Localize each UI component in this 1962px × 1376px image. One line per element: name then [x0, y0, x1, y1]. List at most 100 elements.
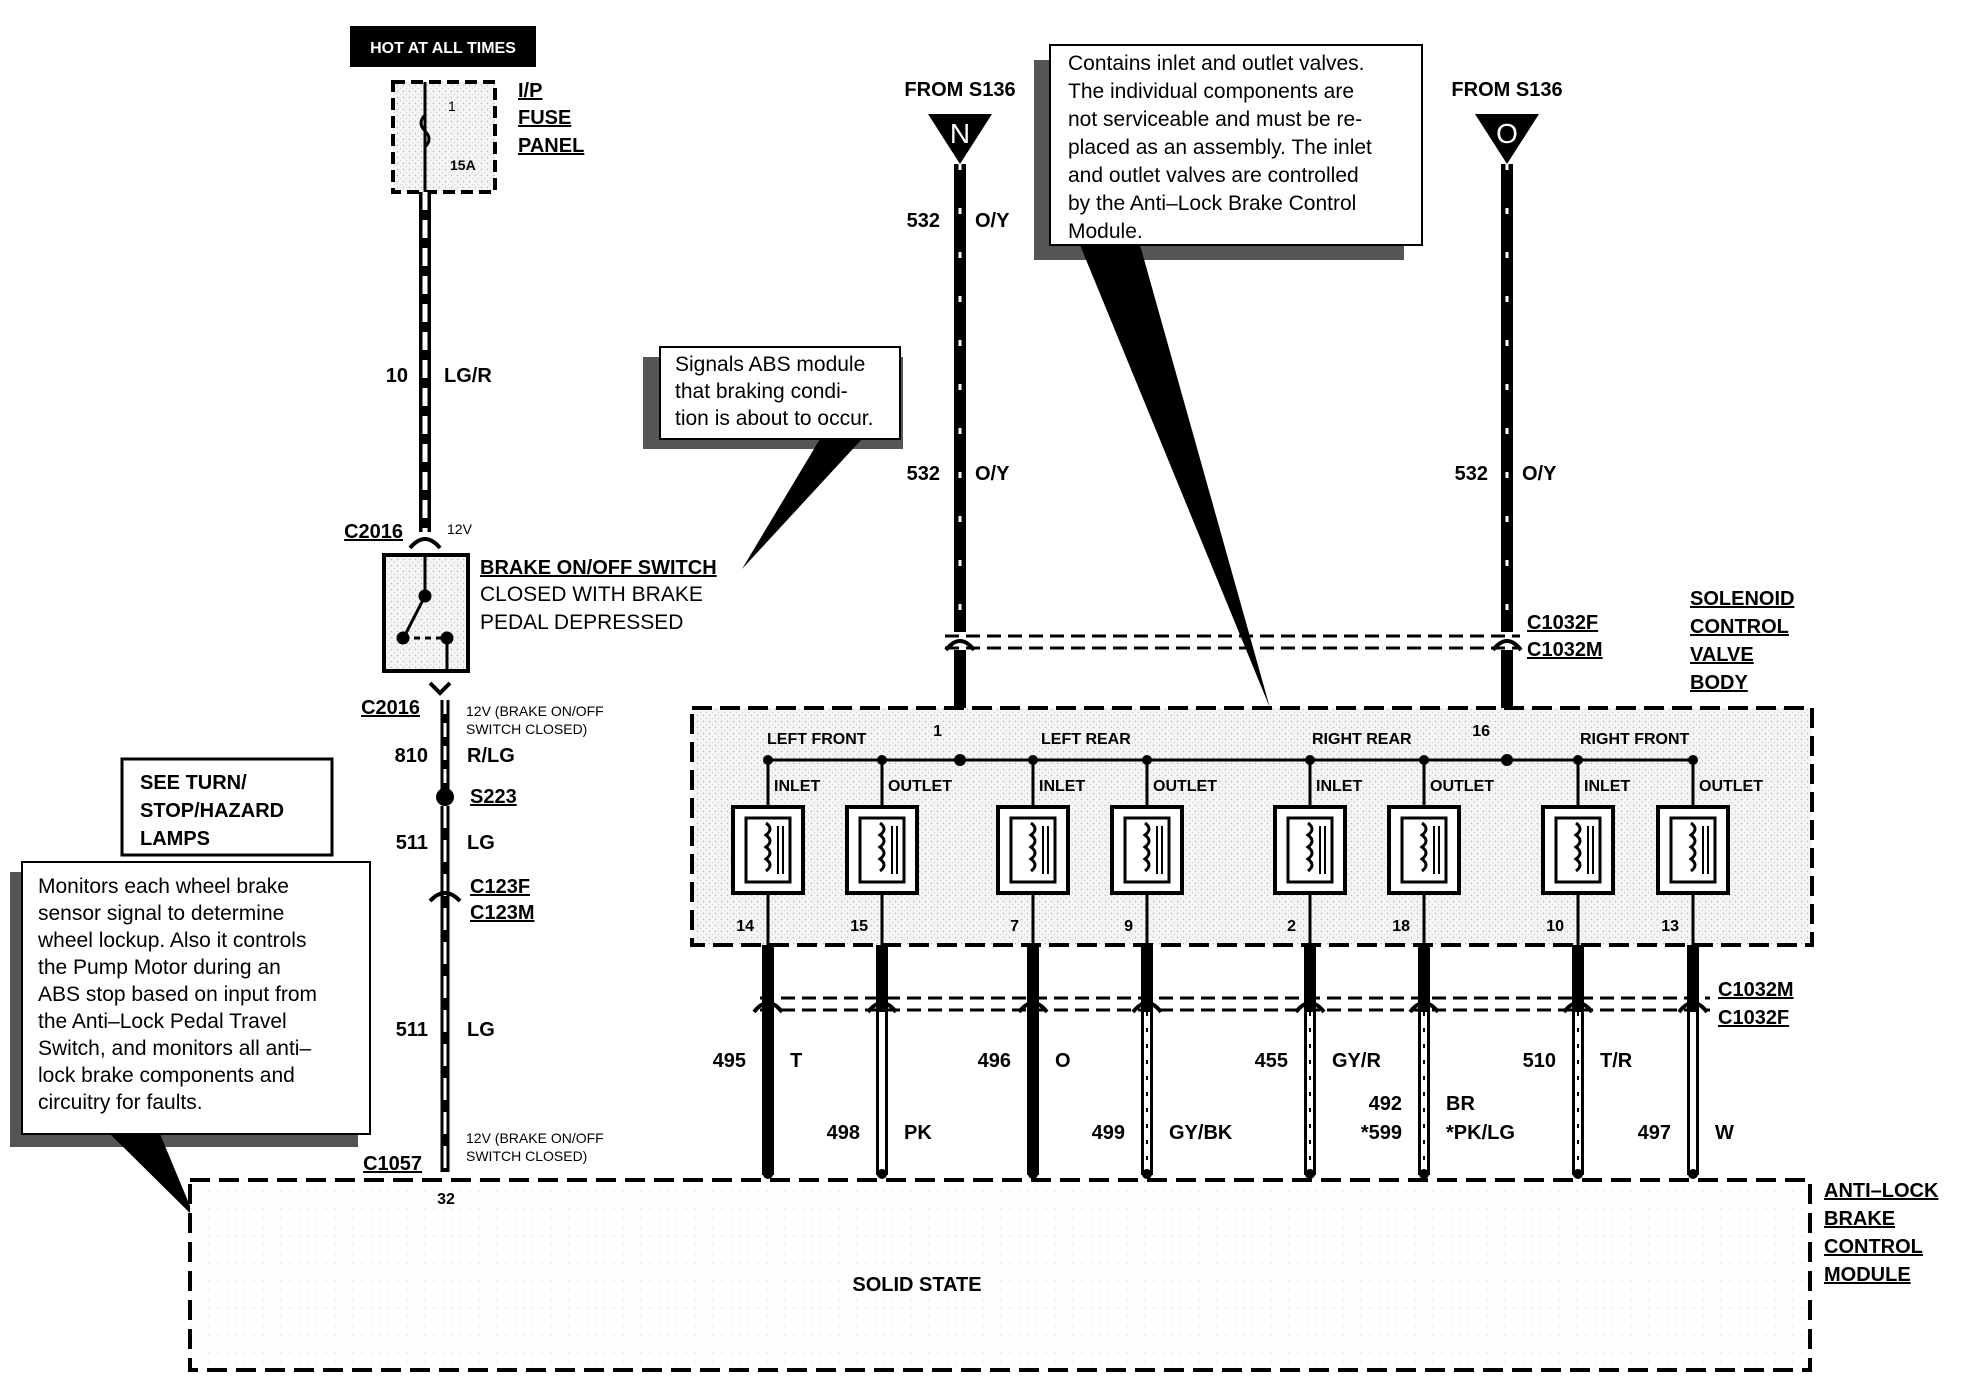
valve-node-icon [1028, 755, 1038, 765]
valve-body-title-3: VALVE [1690, 644, 1754, 666]
wire-10-circuit: 10 [386, 365, 408, 387]
c2016-bottom-label: C2016 [361, 697, 420, 719]
wire-810-circuit: 810 [395, 745, 428, 767]
feed-right-triangle-icon [1475, 114, 1539, 164]
wire-498: 2498PK [827, 945, 932, 1208]
c1032f-top-label: C1032F [1527, 612, 1598, 634]
feed-left-from: FROM S136 [904, 79, 1015, 101]
wire-circuit: 510 [1523, 1050, 1556, 1072]
feed-right-letter: O [1496, 118, 1518, 149]
module-note-line9: circuitry for faults. [38, 1091, 203, 1114]
signal-note-box [659, 346, 901, 440]
fuse-rating: 15A [450, 157, 476, 173]
solenoid-valve-inlet-3: INLET 7 [996, 755, 1085, 945]
wire-circuit: 496 [978, 1050, 1011, 1072]
c1057-voltage-2: SWITCH CLOSED) [466, 1148, 587, 1164]
module-title-3: CONTROL [1824, 1236, 1923, 1258]
wire-color-alt: *PK/LG [1446, 1122, 1515, 1144]
c1032-top-left-connector-icon [944, 639, 976, 652]
module-title-4: MODULE [1824, 1264, 1911, 1286]
module-pin-node-icon [1142, 1169, 1152, 1179]
wire-circuit: 495 [713, 1050, 746, 1072]
wire-455: 55455GY/R [1255, 945, 1381, 1208]
wire-495: 20495T [713, 945, 802, 1208]
coil-icon [1688, 821, 1697, 873]
valve-label: OUTLET [1699, 778, 1763, 795]
c2016-top-connector-icon [408, 537, 442, 550]
module-pin-node-icon [1028, 1169, 1038, 1179]
module-note-line4: the Pump Motor during an [38, 956, 281, 979]
valve-label: INLET [1584, 778, 1630, 795]
fuse-panel-label-2: FUSE [518, 107, 571, 129]
valve-pin: 10 [1546, 918, 1564, 935]
wire-511-circuit-upper: 511 [396, 832, 428, 854]
s223-label: S223 [470, 786, 517, 808]
signal-note-line2: that braking condi- [675, 380, 848, 403]
c1032m-top-label: C1032M [1527, 639, 1603, 661]
module-note-line2: sensor signal to determine [38, 902, 284, 925]
c2016-bottom-voltage-1: 12V (BRAKE ON/OFF [466, 703, 604, 719]
module-note-line5: ABS stop based on input from [38, 983, 317, 1006]
wire-532-left-color-upper: O/Y [975, 210, 1010, 232]
wire-511-color-lower: LG [467, 1019, 495, 1041]
valves-note-line4: placed as an assembly. The inlet [1068, 136, 1372, 159]
fuse-box [391, 80, 497, 194]
valve-pin: 7 [1010, 918, 1019, 935]
signal-note-line1: Signals ABS module [675, 353, 865, 376]
hot-at-all-times-tag [350, 26, 536, 67]
coil-icon [1305, 821, 1314, 873]
c1057-voltage-1: 12V (BRAKE ON/OFF [466, 1130, 604, 1146]
wire-circuit: 499 [1092, 1122, 1125, 1144]
see-turn-line3: LAMPS [140, 828, 210, 850]
valves-note-line2: The individual components are [1068, 80, 1354, 103]
fuse-element-icon [419, 113, 431, 149]
abs-control-module [188, 1178, 1812, 1372]
valve-label: INLET [1039, 778, 1085, 795]
module-pin-node-icon [1688, 1169, 1698, 1179]
valves-note-line7: Module. [1068, 220, 1143, 243]
module-note-line8: lock brake components and [38, 1064, 295, 1087]
coil-icon [877, 821, 886, 873]
module-pin-node-icon [763, 1169, 773, 1179]
c123-connector-icon [428, 891, 462, 903]
valve-node-icon [1305, 755, 1315, 765]
c2016-bottom-voltage-2: SWITCH CLOSED) [466, 721, 587, 737]
valve-node-icon [1419, 755, 1429, 765]
fuse-number: 1 [448, 98, 456, 114]
valve-label: INLET [1316, 778, 1362, 795]
hot-at-all-times-label: HOT AT ALL TIMES [370, 40, 516, 57]
valves-note-line3: not serviceable and must be re- [1068, 108, 1362, 131]
wire-496: 54496O [978, 945, 1071, 1208]
fuse-panel-label-3: PANEL [518, 135, 584, 157]
bus-node-left-icon [954, 754, 966, 766]
wire-color: PK [904, 1122, 932, 1144]
wire-532-left-circuit-lower: 532 [907, 463, 940, 485]
wire-510: 38510T/R [1523, 945, 1633, 1208]
wire-511-circuit-lower: 511 [396, 1019, 428, 1041]
c123m-label: C123M [470, 902, 534, 924]
wire-color: O [1055, 1050, 1071, 1072]
module-title-1: ANTI–LOCK [1824, 1180, 1939, 1202]
wire-circuit: 492 [1369, 1093, 1402, 1115]
group-left-front: LEFT FRONT [767, 731, 867, 748]
signal-note-pointer [742, 439, 862, 569]
valve-label: OUTLET [1153, 778, 1217, 795]
coil-icon [1573, 821, 1582, 873]
valve-body-title-2: CONTROL [1690, 616, 1789, 638]
wire-532-left-color-lower: O/Y [975, 463, 1010, 485]
c1032-pin-connector-icon [1294, 1001, 1326, 1014]
valve-node-icon [1573, 755, 1583, 765]
module-solid-state: SOLID STATE [852, 1274, 981, 1296]
valve-pin: 18 [1392, 918, 1410, 935]
brake-switch-icon [396, 555, 454, 671]
see-turn-box [120, 757, 334, 857]
signal-note-line3: tion is about to occur. [675, 407, 873, 430]
brake-switch-title: BRAKE ON/OFF SWITCH [480, 557, 717, 579]
module-note-box [21, 861, 371, 1135]
wire-color: BR [1446, 1093, 1475, 1115]
c1032m-bottom-label: C1032M [1718, 979, 1794, 1001]
